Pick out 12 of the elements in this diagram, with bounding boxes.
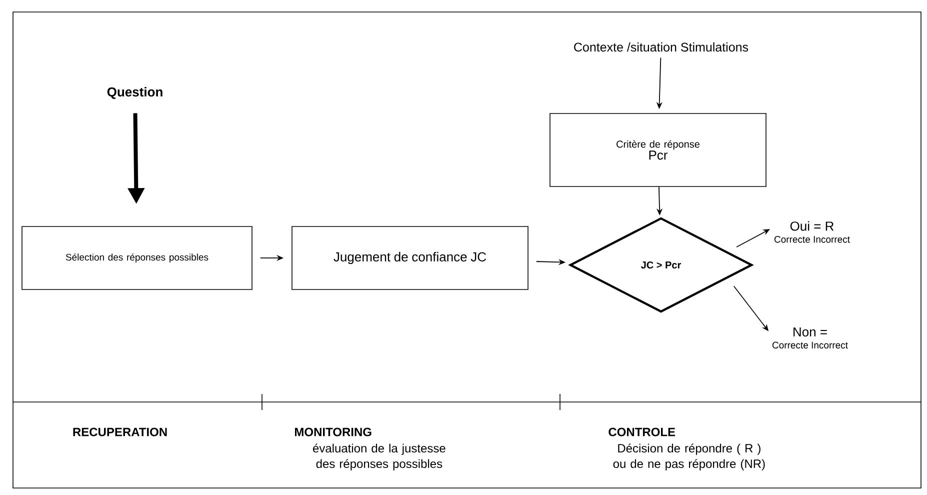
section-description: évaluation de la justesse des réponses possibles — [313, 444, 446, 470]
section-heading: RECUPERATION — [73, 428, 167, 436]
process-box: Sélection des réponses possibles — [22, 226, 252, 290]
question-text: Question — [107, 87, 162, 99]
process-box: Jugement de confiance JC — [292, 226, 528, 290]
section-heading: CONTROLE — [608, 428, 676, 436]
context-text: Contexte /situation Stimulations — [574, 42, 748, 52]
section-heading: MONITORING — [295, 428, 372, 436]
section-description: Décision de répondre ( R ) ou de ne pas répondre (NR) — [613, 444, 765, 470]
process-box: Critère de réponse Pcr — [550, 113, 766, 187]
outcome-text: Oui = R Correcte Incorrect — [774, 221, 850, 243]
outcome-text: Non = Correcte Incorrect — [772, 327, 848, 348]
